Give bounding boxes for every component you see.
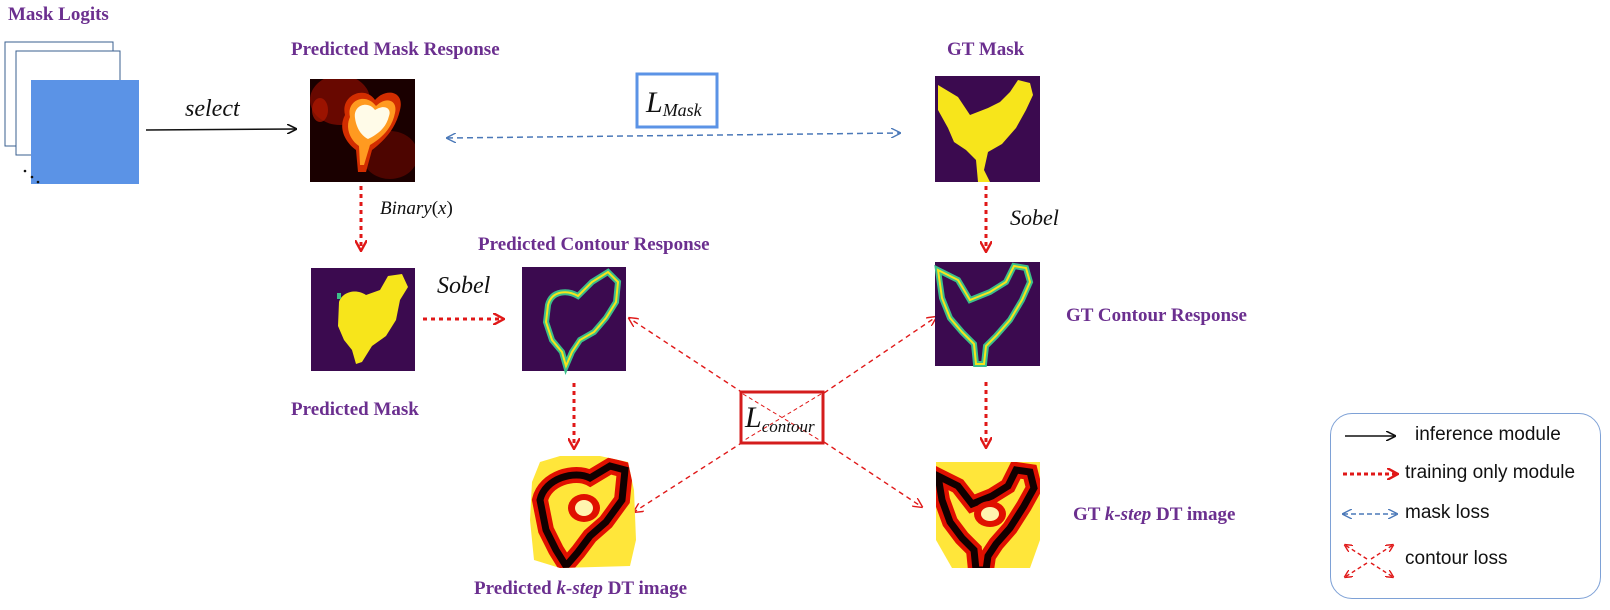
predicted-mask-response-label: Predicted Mask Response	[291, 39, 500, 60]
contour-loss-arrow-tl	[629, 318, 744, 394]
mask-logits-label: Mask Logits	[8, 4, 109, 25]
gt-dt-image	[936, 462, 1040, 568]
legend-contour-loss-label: contour loss	[1405, 548, 1508, 569]
mask-loss-arrow	[447, 133, 900, 138]
predicted-mask-response-image	[310, 79, 415, 182]
gt-dt-image-label: GT k-step DT image	[1073, 504, 1236, 525]
predicted-mask-image	[311, 268, 415, 371]
contour-loss-symbol: Lcontour	[744, 401, 815, 436]
contour-loss-arrow-tr	[823, 317, 936, 394]
mask-loss-symbol: LMask	[645, 86, 703, 120]
legend-training-label: training only module	[1405, 462, 1576, 483]
legend-mask-loss-label: mask loss	[1405, 502, 1490, 523]
predicted-contour-response-label: Predicted Contour Response	[478, 234, 710, 255]
legend-contour-loss-arrow-icon	[1345, 545, 1393, 577]
select-arrow	[145, 129, 296, 130]
sobel-right-label: Sobel	[1010, 205, 1059, 230]
select-label: select	[185, 96, 240, 122]
contour-loss-arrow-bl	[634, 441, 744, 512]
contour-loss-arrow-br	[823, 441, 922, 507]
predicted-contour-response-image	[522, 267, 626, 375]
sobel-left-label: Sobel	[437, 273, 491, 299]
gt-mask-label: GT Mask	[947, 39, 1025, 60]
binary-label: Binary(x)	[380, 198, 453, 219]
gt-contour-response-label: GT Contour Response	[1066, 305, 1247, 326]
predicted-dt-image-label: Predicted k-step DT image	[474, 578, 688, 599]
legend-inference-label: inference module	[1415, 424, 1561, 445]
gt-mask-image	[935, 76, 1040, 182]
mask-logits-stack	[4, 41, 139, 184]
predicted-dt-image	[530, 456, 636, 568]
gt-contour-response-image	[934, 262, 1040, 367]
legend: inference module training only module ma…	[1330, 413, 1601, 599]
predicted-mask-label: Predicted Mask	[291, 399, 419, 420]
mask-loss-box	[635, 72, 719, 129]
